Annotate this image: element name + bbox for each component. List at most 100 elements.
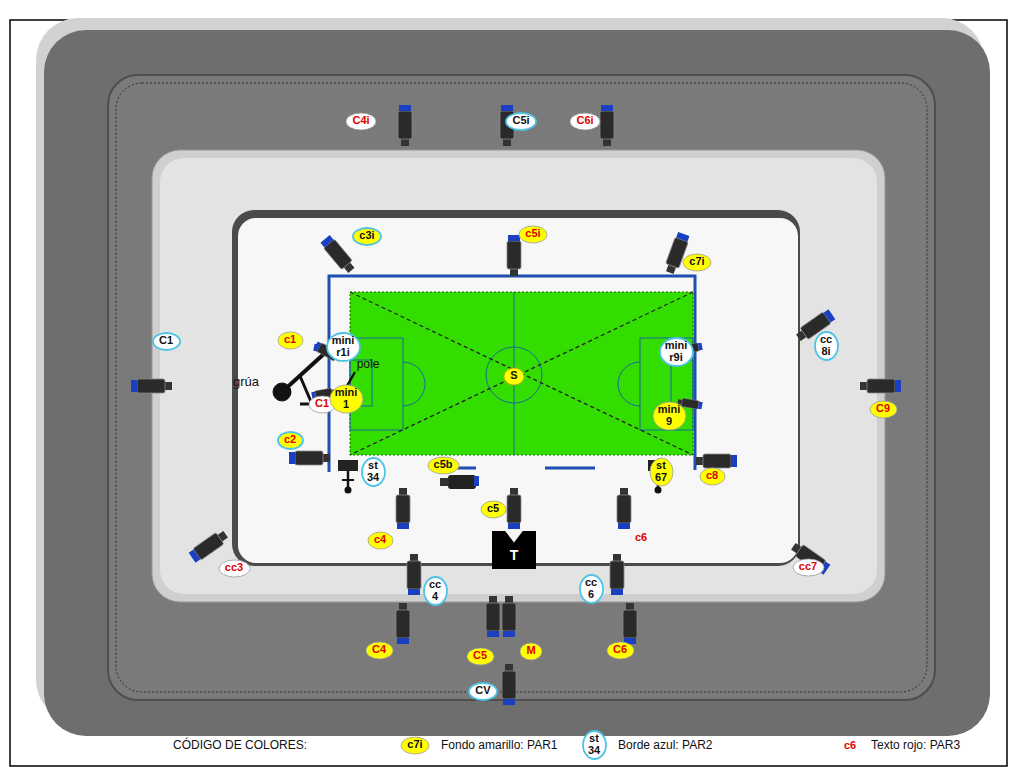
camera-name: st 67 (655, 460, 667, 483)
camera-name: mini 1 (335, 387, 358, 410)
camera-name: cc 4 (429, 579, 441, 602)
camera-icon (502, 664, 516, 705)
camera-label: cc7 (792, 558, 825, 577)
camera-icon (396, 488, 410, 529)
camera-label: cc 6 (579, 574, 604, 604)
camera-icon (289, 451, 330, 465)
outer-stand (44, 30, 990, 736)
camera-label: mini r9i (659, 337, 694, 367)
legend-title: CÓDIGO DE COLORES: (173, 738, 307, 752)
camera-icon (131, 379, 172, 393)
camera-name: c3i (359, 230, 374, 242)
legend-text: Borde azul: PAR2 (618, 738, 713, 752)
upper-ring (108, 75, 935, 700)
camera-icon (502, 596, 516, 637)
camera-label: M (519, 642, 543, 661)
camera-label: S (503, 367, 525, 386)
camera-name: cc 8i (820, 334, 832, 357)
legend-sample: c6 (844, 739, 856, 751)
camera-label: C6i (569, 112, 601, 131)
handheld-camera (440, 475, 479, 489)
camera-label: mini r1i (326, 332, 361, 362)
camera-icon (320, 234, 357, 274)
camera-name: mini r1i (332, 335, 355, 358)
camera-label: CV (468, 682, 498, 701)
camera-name: cc 6 (585, 577, 597, 600)
camera-name: c5b (434, 459, 453, 471)
camera-name: C6i (576, 115, 593, 127)
camera-label: st 67 (649, 457, 674, 487)
camera-label: c8 (699, 467, 726, 486)
stand-shadow (36, 18, 984, 722)
camera-label: c3i (352, 227, 382, 246)
camera-name: mini 9 (658, 404, 681, 427)
camera-name: c8 (706, 470, 718, 482)
lower-stand-inner (160, 158, 877, 594)
camera-label: st 34 (361, 457, 386, 487)
diagonals (350, 292, 693, 455)
camera-label: C5i (505, 112, 537, 131)
ring-dash (116, 83, 927, 692)
camera-icon (396, 603, 410, 644)
camera-name: C5 (473, 650, 487, 662)
camera-label: mini 1 (329, 384, 364, 414)
camera-name: C1 (315, 398, 329, 410)
camera-name: st 34 (588, 733, 600, 756)
camera-icon (860, 379, 901, 393)
crane-label: grúa (233, 374, 259, 389)
camera-label: C4 (365, 641, 394, 660)
camera-name: C9 (876, 403, 890, 415)
camera-label: C6 (606, 641, 635, 660)
camera-label: c7i (682, 253, 712, 272)
camera-label: C5 (466, 647, 495, 666)
camera-name: M (526, 645, 535, 657)
camera-label: c1 (277, 331, 304, 350)
camera-name: cc3 (225, 562, 243, 574)
camera-label: st 34 (582, 730, 607, 760)
camera-name: c7i (689, 256, 704, 268)
camera-icon (507, 235, 521, 276)
camera-name: C4i (352, 115, 369, 127)
camera-name: c4 (374, 534, 386, 546)
camera-label: C9 (869, 400, 898, 419)
camera-name: c2 (284, 434, 296, 446)
camera-name: c1 (284, 334, 296, 346)
camera-name: S (510, 370, 517, 382)
frame (10, 20, 1007, 766)
camera-label: cc3 (218, 559, 251, 578)
advertising-boards (329, 276, 695, 472)
camera-name: c5i (525, 228, 540, 240)
camera-label: c7i (400, 736, 430, 755)
camera-label: c5i (518, 225, 548, 244)
legend-text: Fondo amarillo: PAR1 (441, 738, 558, 752)
camera-icon (398, 105, 412, 146)
camera-label: cc 8i (814, 331, 839, 361)
pitch-wall (232, 210, 800, 566)
camera-name: c7i (407, 739, 422, 751)
pitch-markings (350, 292, 693, 455)
camera-icon (610, 554, 624, 595)
camera-name: T (510, 548, 519, 563)
lower-stand (152, 150, 885, 602)
camera-icon (623, 603, 637, 644)
pitch-surround (238, 218, 798, 563)
camera-icon (507, 488, 521, 529)
camera-label: c4 (367, 531, 394, 550)
camera-name: mini r9i (665, 340, 688, 363)
camera-label: c5b (427, 456, 460, 475)
camera-icon (663, 232, 690, 275)
camera-name: CV (475, 685, 490, 697)
steadicam (338, 460, 358, 494)
camera-icon (600, 105, 614, 146)
camera-name: C6 (613, 644, 627, 656)
camera-icon (407, 554, 421, 595)
legend-text: Texto rojo: PAR3 (871, 738, 960, 752)
camera-label: cc 4 (423, 576, 448, 606)
camera-icon (188, 529, 230, 564)
pole-label: pole (357, 357, 380, 371)
camera-icon (789, 541, 831, 576)
camera-label: c2 (277, 431, 304, 450)
camera-name: C5i (512, 115, 529, 127)
camera-name: C1 (159, 335, 173, 347)
pitch (350, 292, 693, 455)
